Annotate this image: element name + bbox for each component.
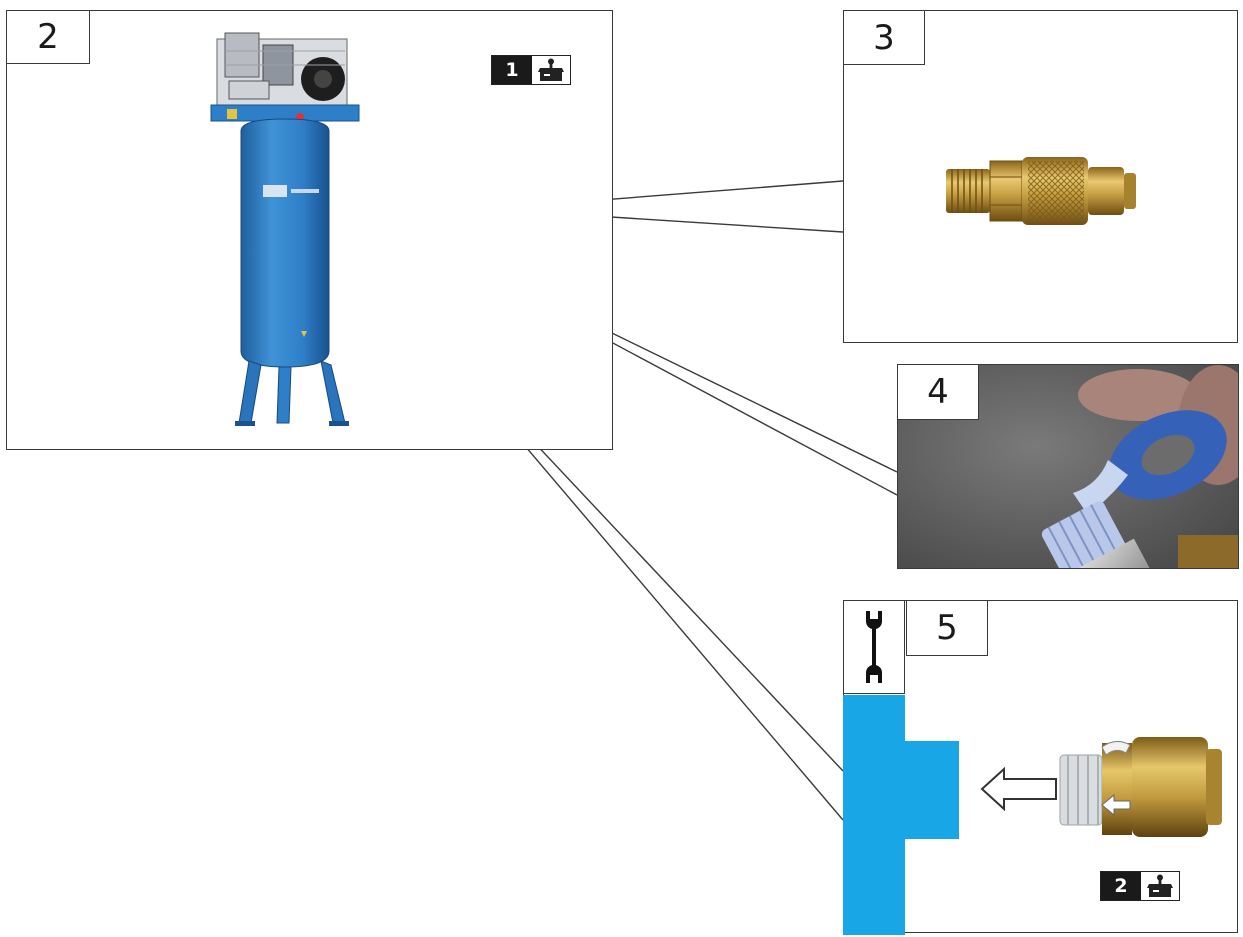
parts-box-icon	[532, 56, 570, 84]
badge-number: 2	[1101, 872, 1141, 900]
panel-assembly: 5 2	[843, 600, 1238, 935]
panel-thread-tape: 4	[897, 364, 1239, 569]
step-label: 3	[843, 10, 925, 65]
tee-fitting-shape	[843, 695, 959, 935]
step-label: 2	[6, 10, 90, 64]
parts-badge: 1	[491, 55, 571, 85]
tool-icon-box	[843, 600, 905, 694]
wrench-icon	[866, 611, 882, 683]
panel-compressor: 2 1	[6, 10, 613, 450]
taped-coupler-image	[1059, 737, 1222, 837]
arrow-left-icon	[980, 767, 1057, 811]
air-compressor-image	[210, 32, 360, 426]
step-label: 5	[906, 600, 988, 656]
badge-number: 1	[492, 56, 532, 84]
step-label: 4	[898, 365, 979, 420]
brass-coupler-image	[946, 157, 1136, 225]
panel-coupler: 3	[843, 10, 1238, 343]
thread-tape-photo	[898, 365, 1238, 568]
parts-box-icon	[1141, 872, 1179, 900]
parts-badge: 2	[1100, 871, 1180, 901]
